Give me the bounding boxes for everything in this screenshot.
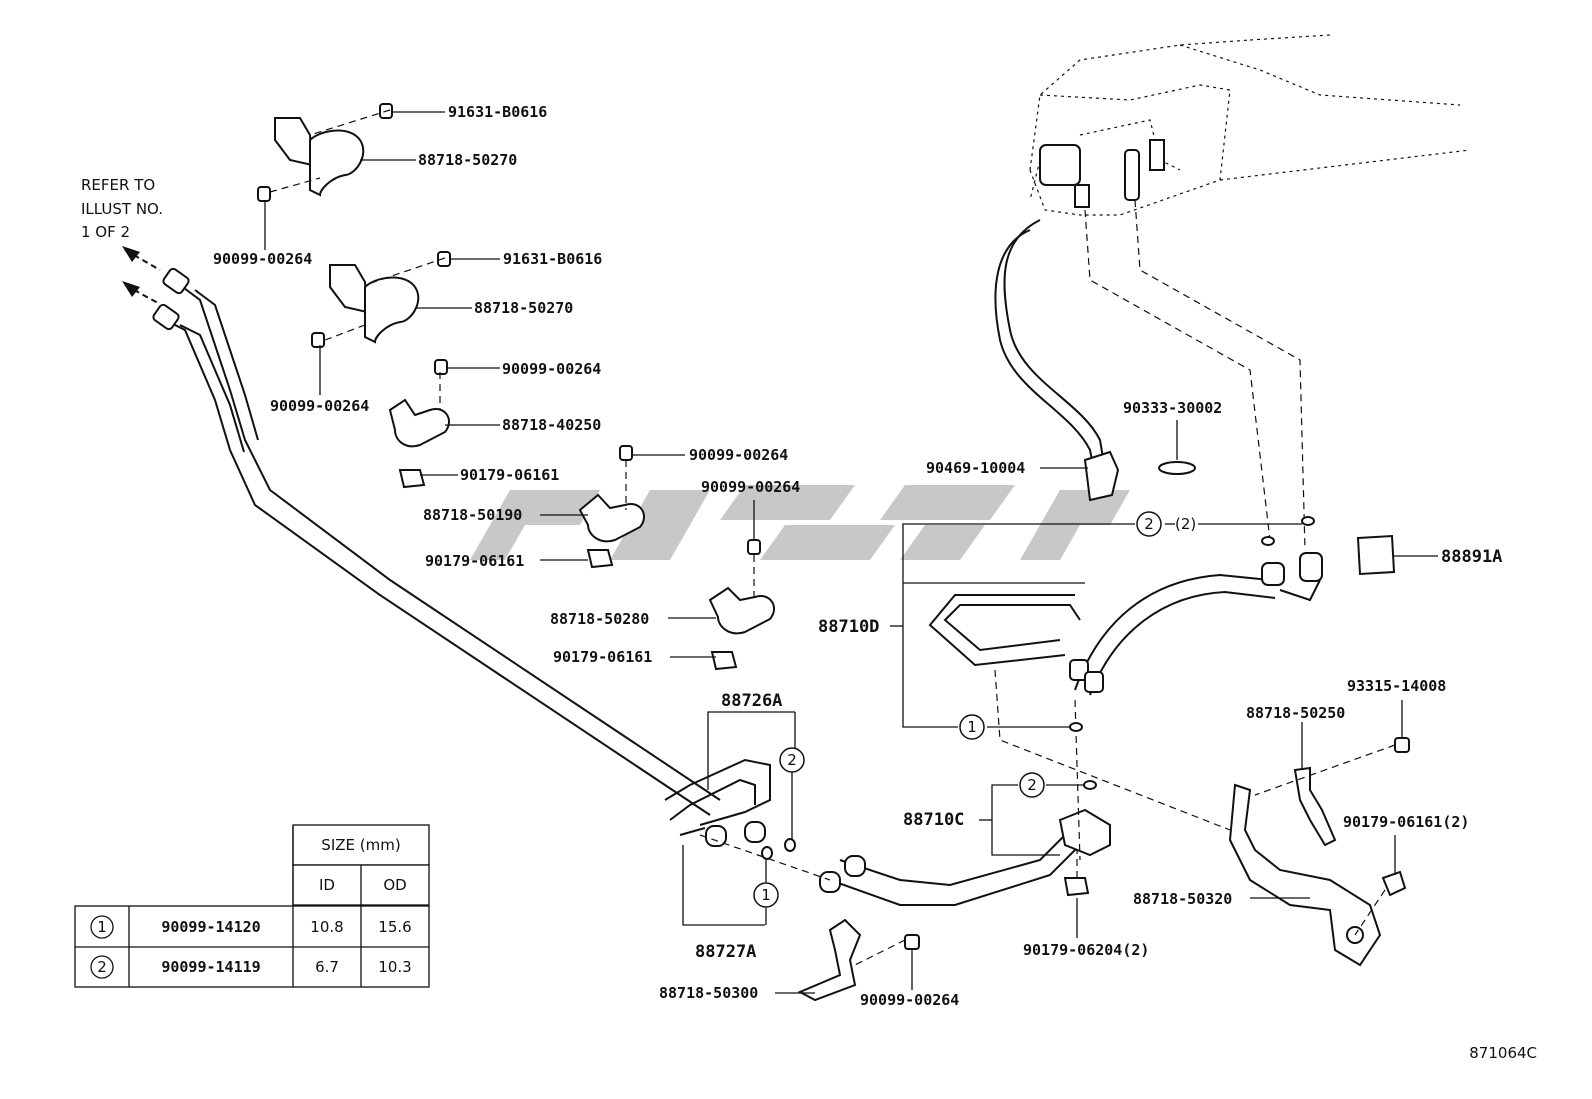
main-pipe-left [152, 267, 721, 816]
label-90333-30002: 90333-30002 [1123, 399, 1222, 417]
svg-text:1: 1 [761, 886, 771, 904]
table-row-part: 90099-14120 [161, 918, 260, 936]
nut-90179-06204 [1063, 850, 1090, 897]
circle-markers: 2 1 2 1 2 [753, 511, 1162, 908]
bracket-88718-50320 [1228, 783, 1382, 967]
circle-2-marker-b: 2 [779, 747, 805, 773]
grommet-88891A [1356, 534, 1396, 576]
label-88718-40250: 88718-40250 [502, 416, 601, 434]
circle-2-marker-a: 2 [1136, 511, 1162, 537]
table-row-part: 90099-14119 [161, 958, 260, 976]
engine-outline [1029, 34, 1471, 216]
label-91631-B0616-a: 91631-B0616 [448, 103, 547, 121]
table-row-od: 10.3 [378, 958, 411, 976]
circle-1-marker-b: 1 [753, 882, 779, 908]
upper-hose-2 [994, 229, 1096, 476]
label-88727A: 88727A [695, 942, 756, 962]
leader-lines [264, 111, 1438, 994]
part-labels: 91631-B0616 88718-50270 90099-00264 9163… [213, 103, 1502, 1009]
label-88726A: 88726A [721, 691, 782, 711]
clamp-5 [708, 539, 775, 671]
label-88718-50270-b: 88718-50270 [474, 299, 573, 317]
small-bolts [257, 186, 325, 348]
engine-fittings [1039, 139, 1165, 208]
label-90179-06161-a: 90179-06161 [460, 466, 559, 484]
upper-hose [1003, 219, 1106, 471]
table-row-id: 10.8 [310, 918, 343, 936]
arrow-icons [122, 246, 161, 304]
table-row-id: 6.7 [315, 958, 339, 976]
small-dashes [269, 109, 755, 600]
table-row: 2 90099-14119 6.7 10.3 [90, 955, 412, 979]
refer-note-line-1: REFER TO [81, 176, 155, 194]
label-88718-50300: 88718-50300 [659, 984, 758, 1002]
table-header-od: OD [383, 876, 406, 894]
diagram-code: 871064C [1469, 1044, 1537, 1062]
bracket-88718-50300 [797, 918, 920, 1002]
label-90179-06204-2: 90179-06204(2) [1023, 941, 1149, 959]
label-90099-00264-c: 90099-00264 [502, 360, 601, 378]
o-rings [761, 461, 1315, 860]
size-table: SIZE (mm) ID OD 1 90099-14120 10.8 15.6 … [74, 824, 430, 988]
label-88718-50270-a: 88718-50270 [418, 151, 517, 169]
svg-text:2: 2 [1144, 515, 1154, 533]
svg-text:2: 2 [1027, 776, 1037, 794]
label-88710C: 88710C [903, 810, 964, 830]
label-90099-00264-f: 90099-00264 [860, 991, 959, 1009]
clamp-3 [388, 359, 450, 489]
bolt-93315 [1254, 737, 1410, 796]
table-row: 1 90099-14120 10.8 15.6 [90, 915, 412, 939]
label-88891A: 88891A [1441, 547, 1502, 567]
hose-clamp [1083, 450, 1120, 502]
table-row-mark: 1 [97, 918, 107, 936]
svg-text:2: 2 [787, 751, 797, 769]
bracket-1 [274, 103, 393, 197]
bracket-2 [329, 251, 451, 344]
bracket-88718-50250 [1293, 766, 1337, 847]
pipe-88710C [819, 808, 1111, 906]
label-88718-50320: 88718-50320 [1133, 890, 1232, 908]
label-90099-00264-d: 90099-00264 [689, 446, 788, 464]
table-row-mark: 2 [97, 958, 107, 976]
pipe-88726A [664, 758, 771, 847]
label-90179-06161-2: 90179-06161(2) [1343, 813, 1469, 831]
circle-1-marker-a: 1 [959, 714, 985, 740]
label-88718-50250: 88718-50250 [1246, 704, 1345, 722]
nut-90179-right [1354, 870, 1407, 936]
table-header-size: SIZE (mm) [321, 836, 400, 854]
label-88718-50280: 88718-50280 [550, 610, 649, 628]
pipe-88710D [928, 552, 1323, 696]
label-90099-00264-a: 90099-00264 [213, 250, 312, 268]
label-qty-2: (2) [1175, 515, 1196, 533]
label-93315-14008: 93315-14008 [1347, 677, 1446, 695]
refer-note-line-2: ILLUST NO. [81, 200, 163, 218]
label-88718-50190: 88718-50190 [423, 506, 522, 524]
table-header-id: ID [319, 876, 335, 894]
svg-text:1: 1 [967, 718, 977, 736]
circle-2-marker-c: 2 [1019, 772, 1045, 798]
label-90099-00264-b: 90099-00264 [270, 397, 369, 415]
label-88710D: 88710D [818, 617, 879, 637]
label-90099-00264-e: 90099-00264 [701, 478, 800, 496]
refer-note-line-3: 1 OF 2 [81, 223, 130, 241]
label-90179-06161-c: 90179-06161 [553, 648, 652, 666]
refer-note: REFER TO ILLUST NO. 1 OF 2 [81, 176, 163, 241]
watermark-logo [470, 485, 1130, 560]
label-90469-10004: 90469-10004 [926, 459, 1025, 477]
label-91631-B0616-b: 91631-B0616 [503, 250, 602, 268]
label-90179-06161-b: 90179-06161 [425, 552, 524, 570]
clamp-4 [578, 445, 645, 569]
table-row-od: 15.6 [378, 918, 411, 936]
